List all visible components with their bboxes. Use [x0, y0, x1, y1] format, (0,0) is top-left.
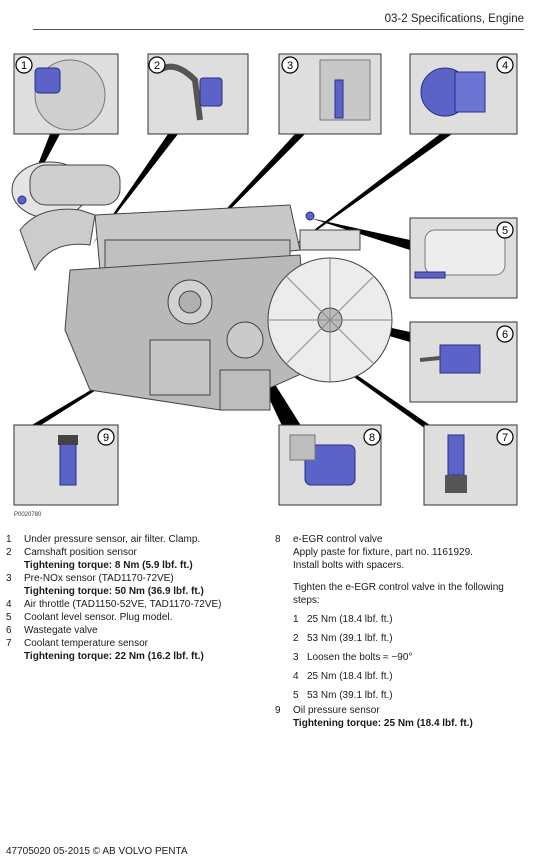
legend-item: 5 Coolant level sensor. Plug model. — [6, 611, 261, 624]
callout-label-5: 5 — [502, 225, 508, 237]
step-number: 4 — [293, 671, 299, 682]
item-text: Pre-NOx sensor (TAD1170-72VE) — [24, 573, 174, 584]
step-text: 53 Nm (39.1 lbf. ft.) — [307, 690, 393, 701]
legend-item: 3 Pre-NOx sensor (TAD1170-72VE) Tighteni… — [6, 572, 261, 598]
sensor-highlights — [17, 195, 315, 221]
item-note: Apply paste for fixture, part no. 116192… — [293, 547, 473, 558]
item-torque: Tightening torque: 50 Nm (36.9 lbf. ft.) — [24, 586, 204, 597]
item-number: 1 — [6, 534, 12, 545]
item-text: Coolant temperature sensor — [24, 638, 148, 649]
tightening-step: 3 Loosen the bolts ≈ ~90° — [293, 651, 545, 664]
legend-item: 6 Wastegate valve — [6, 624, 261, 637]
item-number: 9 — [275, 705, 281, 716]
callout-label-9: 9 — [103, 432, 109, 444]
callout-label-7: 7 — [502, 432, 508, 444]
callout-label-6: 6 — [502, 329, 508, 341]
tightening-step: 5 53 Nm (39.1 lbf. ft.) — [293, 689, 545, 702]
item-torque: Tightening torque: 25 Nm (18.4 lbf. ft.) — [293, 718, 473, 729]
item-text: Air throttle (TAD1150-52VE, TAD1170-72VE… — [24, 599, 222, 610]
item-text: Camshaft position sensor — [24, 547, 137, 558]
step-text: 25 Nm (18.4 lbf. ft.) — [307, 614, 393, 625]
tightening-step: 1 25 Nm (18.4 lbf. ft.) — [293, 613, 545, 626]
legend-item: 7 Coolant temperature sensor Tightening … — [6, 637, 261, 663]
steps-intro: Tighten the e-EGR control valve in the f… — [293, 582, 504, 593]
step-number: 2 — [293, 633, 299, 644]
engine-illustration — [11, 161, 393, 411]
figure-id: P0020780 — [14, 512, 42, 518]
callout-label-8: 8 — [369, 432, 375, 444]
legend-item: 1 Under pressure sensor, air filter. Cla… — [6, 533, 261, 546]
callout-label-1: 1 — [21, 60, 27, 72]
step-text: 53 Nm (39.1 lbf. ft.) — [307, 633, 393, 644]
engine-figure: 1 2 3 4 5 6 7 8 9 — [11, 53, 518, 506]
inset-detail-8 — [278, 424, 382, 506]
legend-item: 8 e-EGR control valve Apply paste for fi… — [275, 533, 545, 607]
step-number: 5 — [293, 690, 299, 701]
item-torque: Tightening torque: 8 Nm (5.9 lbf. ft.) — [24, 560, 193, 571]
tightening-step: 2 53 Nm (39.1 lbf. ft.) — [293, 632, 545, 645]
step-number: 3 — [293, 652, 299, 663]
legend-right: 8 e-EGR control valve Apply paste for fi… — [275, 533, 545, 730]
callout-badges — [15, 56, 514, 446]
item-number: 8 — [275, 534, 281, 545]
item-number: 6 — [6, 625, 12, 636]
callout-label-2: 2 — [154, 60, 160, 72]
item-torque: Tightening torque: 22 Nm (16.2 lbf. ft.) — [24, 651, 204, 662]
tightening-step: 4 25 Nm (18.4 lbf. ft.) — [293, 670, 545, 683]
item-text: Coolant level sensor. Plug model. — [24, 612, 173, 623]
inset-detail-6 — [409, 321, 518, 403]
item-number: 5 — [6, 612, 12, 623]
item-number: 7 — [6, 638, 12, 649]
page-footer: 47705020 05-2015 © AB VOLVO PENTA — [6, 846, 188, 857]
step-text: Loosen the bolts ≈ ~90° — [307, 652, 413, 663]
item-number: 2 — [6, 547, 12, 558]
callout-label-4: 4 — [502, 60, 508, 72]
item-number: 3 — [6, 573, 12, 584]
legend-item: 9 Oil pressure sensor Tightening torque:… — [275, 704, 545, 730]
legend-item: 4 Air throttle (TAD1150-52VE, TAD1170-72… — [6, 598, 261, 611]
header-rule — [33, 29, 524, 30]
section-header: 03-2 Specifications, Engine — [384, 13, 524, 25]
item-number: 4 — [6, 599, 12, 610]
item-text: e-EGR control valve — [293, 534, 383, 545]
step-text: 25 Nm (18.4 lbf. ft.) — [307, 671, 393, 682]
legend-left: 1 Under pressure sensor, air filter. Cla… — [6, 533, 261, 663]
legend-item: 2 Camshaft position sensor Tightening to… — [6, 546, 261, 572]
step-number: 1 — [293, 614, 299, 625]
steps-intro: steps: — [293, 595, 320, 606]
item-text: Under pressure sensor, air filter. Clamp… — [24, 534, 201, 545]
item-note: Install bolts with spacers. — [293, 560, 405, 571]
item-text: Oil pressure sensor — [293, 705, 380, 716]
item-text: Wastegate valve — [24, 625, 98, 636]
callout-label-3: 3 — [287, 60, 293, 72]
